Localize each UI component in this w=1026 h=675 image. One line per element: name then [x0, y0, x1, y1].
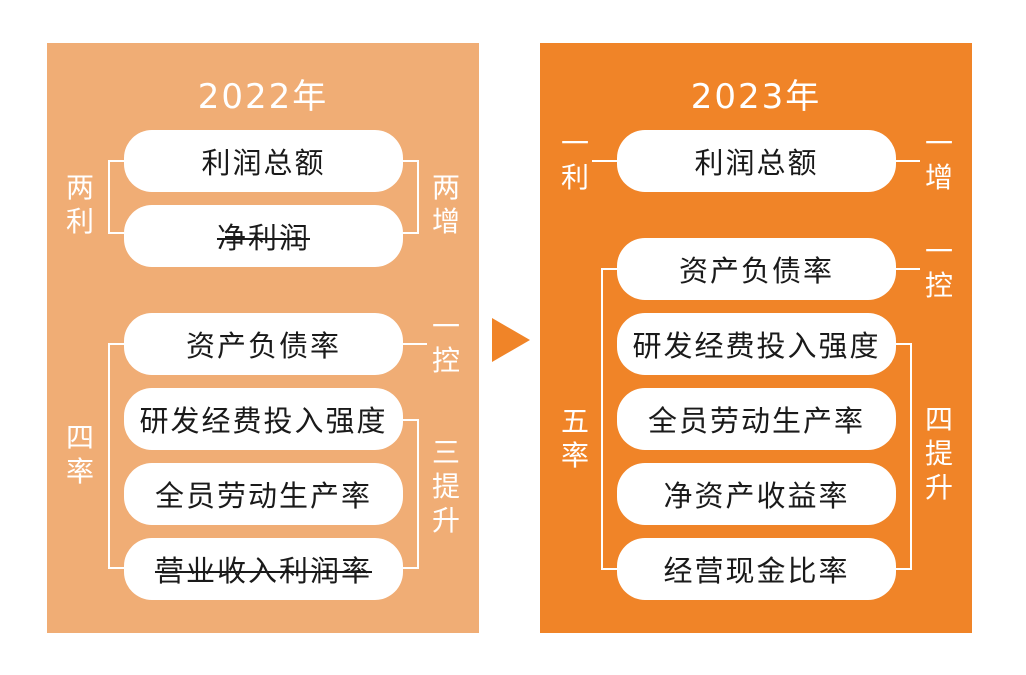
label-one-profit: 一利: [560, 127, 589, 194]
bracket-line: [403, 567, 419, 569]
bracket-line: [601, 568, 617, 570]
label-one-control: 一控: [924, 235, 953, 302]
indicator-label: 营业收入利润率: [154, 554, 372, 588]
indicator-pill: 研发经费投入强度: [124, 388, 403, 450]
indicator-label: 净资产收益率: [663, 479, 850, 513]
label-five-rate: 五率: [560, 405, 589, 472]
indicator-label: 经营现金比率: [663, 554, 850, 588]
indicator-pill: 利润总额: [124, 130, 403, 192]
indicator-label: 资产负债率: [185, 329, 341, 363]
label-one-increase: 一增: [924, 127, 953, 194]
label-one-control: 一控: [431, 310, 460, 377]
bracket-line: [403, 232, 419, 234]
panel-2023: 2023年 利润总额 资产负债率 研发经费投入强度 全员劳动生产率 净资产收益率…: [540, 43, 972, 633]
indicator-label: 全员劳动生产率: [647, 404, 865, 438]
connector-line: [896, 268, 920, 270]
indicator-pill-removed: 营业收入利润率: [124, 538, 403, 600]
indicator-label: 利润总额: [694, 146, 819, 180]
bracket-line: [417, 419, 419, 569]
bracket-line: [417, 160, 419, 234]
indicator-pill: 利润总额: [617, 130, 896, 192]
indicator-pill: 经营现金比率: [617, 538, 896, 600]
label-four-improve: 四提升: [924, 403, 953, 504]
indicator-pill: 全员劳动生产率: [124, 463, 403, 525]
panel-2022: 2022年 利润总额 净利润 资产负债率 研发经费投入强度 全员劳动生产率 营业…: [47, 43, 479, 633]
connector-line: [896, 160, 920, 162]
indicator-label: 资产负债率: [678, 254, 834, 288]
label-four-rate: 四率: [65, 421, 94, 488]
indicator-label: 全员劳动生产率: [154, 479, 372, 513]
connector-line: [403, 343, 427, 345]
label-three-improve: 三提升: [431, 436, 460, 537]
indicator-pill: 全员劳动生产率: [617, 388, 896, 450]
year-title-2023: 2023年: [690, 77, 822, 117]
bracket-line: [108, 343, 124, 345]
indicator-label: 利润总额: [201, 146, 326, 180]
bracket-line: [403, 160, 419, 162]
label-two-profit: 两利: [65, 171, 94, 238]
indicator-pill: 净资产收益率: [617, 463, 896, 525]
bracket-line: [108, 567, 124, 569]
indicator-label: 研发经费投入强度: [632, 329, 881, 363]
indicator-pill: 研发经费投入强度: [617, 313, 896, 375]
label-two-increase: 两增: [431, 171, 460, 238]
bracket-line: [601, 268, 603, 570]
indicator-pill: 资产负债率: [617, 238, 896, 300]
indicator-label: 研发经费投入强度: [139, 404, 388, 438]
bracket-line: [896, 568, 912, 570]
arrow-right-icon: [492, 318, 530, 362]
bracket-line: [108, 343, 110, 569]
indicator-pill: 资产负债率: [124, 313, 403, 375]
connector-line: [592, 160, 617, 162]
bracket-line: [403, 419, 419, 421]
bracket-line: [108, 160, 124, 162]
bracket-line: [896, 343, 912, 345]
year-title-2022: 2022年: [197, 77, 329, 117]
bracket-line: [108, 232, 124, 234]
bracket-line: [601, 268, 617, 270]
bracket-line: [910, 343, 912, 570]
bracket-line: [108, 160, 110, 234]
indicator-label: 净利润: [216, 221, 310, 255]
indicator-pill-removed: 净利润: [124, 205, 403, 267]
